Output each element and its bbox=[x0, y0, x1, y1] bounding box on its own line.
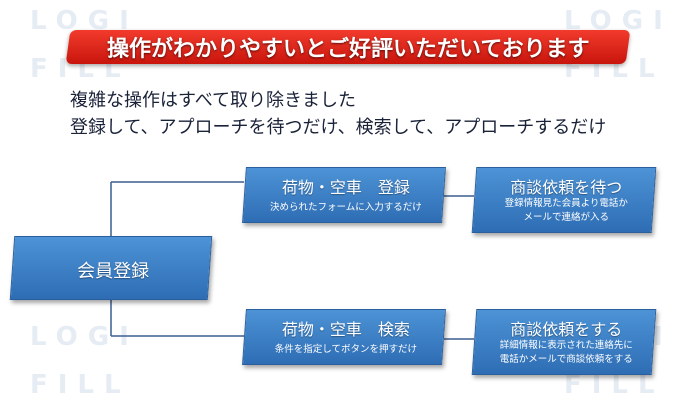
subheading-line-1: 複雑な操作はすべて取り除きました bbox=[70, 90, 357, 111]
cargo-vehicle-register-box: 荷物・空車 登録 決められたフォームに入力するだけ bbox=[242, 167, 446, 223]
wait-description-line-1: 登録情報見た会員より電話か bbox=[504, 198, 628, 209]
member-registration-box: 会員登録 bbox=[9, 236, 213, 300]
register-title: 荷物・空車 登録 bbox=[281, 178, 410, 197]
subheading-line-2: 登録して、アプローチを待つだけ、検索して、アプローチするだけ bbox=[70, 117, 607, 138]
register-description: 決められたフォームに入力するだけ bbox=[270, 202, 422, 213]
wait-description-line-2: メールで連絡が入る bbox=[523, 212, 609, 223]
member-registration-title: 会員登録 bbox=[77, 261, 150, 282]
request-title: 商談依頼をする bbox=[510, 320, 623, 339]
wait-negotiation-box: 商談依頼を待つ 登録情報見た会員より電話か メールで連絡が入る bbox=[471, 167, 657, 233]
cargo-vehicle-search-box: 荷物・空車 検索 条件を指定してボタンを押すだけ bbox=[242, 309, 446, 365]
request-description-line-2: 電話かメールで商談依頼をする bbox=[499, 354, 633, 365]
request-description-line-1: 詳細情報に表示された連絡先に bbox=[499, 340, 633, 351]
wait-title: 商談依頼を待つ bbox=[510, 178, 623, 197]
search-title: 荷物・空車 検索 bbox=[281, 320, 410, 339]
make-negotiation-box: 商談依頼をする 詳細情報に表示された連絡先に 電話かメールで商談依頼をする bbox=[471, 309, 657, 375]
search-description: 条件を指定してボタンを押すだけ bbox=[274, 344, 417, 355]
